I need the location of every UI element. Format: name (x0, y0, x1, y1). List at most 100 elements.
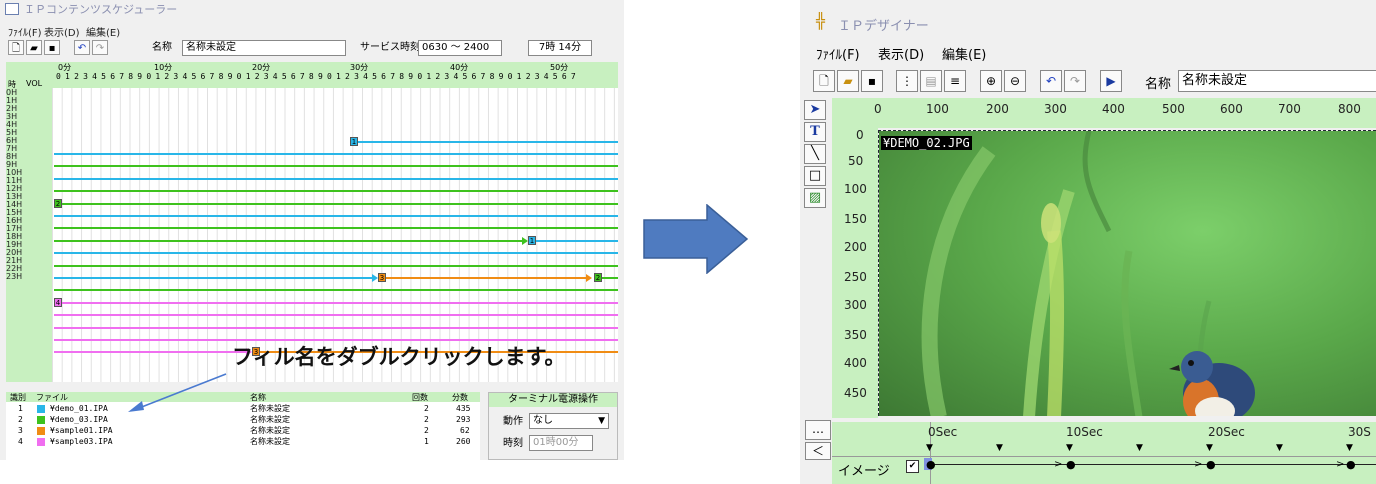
key-marker-icon[interactable]: ▼ (1066, 443, 1073, 453)
name-label: 名称 (152, 42, 172, 53)
open-folder-icon[interactable]: ▰ (26, 40, 42, 55)
schedule-marker[interactable]: 3 (378, 272, 386, 282)
list-icon[interactable]: ≡ (944, 70, 966, 92)
ruler-vertical: 0 50 100 150 200 250 300 350 400 450 (832, 128, 878, 418)
time-input[interactable]: 01時00分 (529, 435, 593, 451)
rectangle-tool-icon[interactable]: □ (804, 166, 826, 186)
ruler-y-tick: 250 (844, 270, 867, 284)
undo-icon[interactable]: ↶ (1040, 70, 1062, 92)
key-marker-icon[interactable]: ▼ (1346, 443, 1353, 453)
save-icon[interactable]: ▪ (44, 40, 60, 55)
menu-view[interactable]: 表示(D) (44, 28, 80, 39)
duration-display: 7時 14分 (528, 40, 592, 56)
row-file[interactable]: ¥demo_03.IPA (50, 415, 108, 424)
zoom-in-icon[interactable]: ⊕ (980, 70, 1002, 92)
key-marker-icon[interactable]: ▼ (1276, 443, 1283, 453)
schedule-marker[interactable]: 1 (350, 136, 358, 146)
key-marker-icon[interactable]: ▼ (1136, 443, 1143, 453)
undo-icon[interactable]: ↶ (74, 40, 90, 55)
line-tool-icon[interactable]: ╲ (804, 144, 826, 164)
hour-label: 19H (6, 240, 23, 249)
schedule-marker[interactable]: 1 (528, 235, 536, 245)
track-checkbox[interactable]: ✔ (906, 460, 919, 473)
ruler-y-tick: 400 (844, 356, 867, 370)
action-select[interactable]: なし▼ (529, 413, 609, 429)
new-file-icon[interactable]: 🗋 (8, 40, 24, 55)
timeline-tick: 20Sec (1208, 425, 1245, 439)
keyframe-icon[interactable]: ● (926, 458, 936, 471)
hour-label: 18H (6, 232, 23, 241)
keyframe-icon[interactable]: ● (1346, 458, 1356, 471)
menu-file[interactable]: ﾌｧｲﾙ(F) (816, 48, 860, 63)
list-item[interactable]: 3 ¥sample01.IPA 名称未設定 2 62 (6, 426, 472, 436)
save-icon[interactable]: ▪ (861, 70, 883, 92)
name-input[interactable]: 名称未設定 (1178, 70, 1376, 92)
hour-label: 10H (6, 168, 23, 177)
window-title: ＩＰコンテンツスケジューラー (24, 3, 178, 16)
schedule-marker[interactable]: 2 (594, 272, 602, 282)
properties-icon[interactable]: ▤ (920, 70, 942, 92)
ruler-x-tick: 100 (926, 102, 949, 116)
play-icon[interactable]: ▶ (1100, 70, 1122, 92)
schedule-marker[interactable]: 2 (54, 198, 62, 208)
schedule-line (54, 214, 618, 217)
keyframe-icon[interactable]: ● (1066, 458, 1076, 471)
hour-label: 0H (6, 88, 18, 97)
redo-icon[interactable]: ↷ (92, 40, 108, 55)
hour-column (6, 88, 52, 382)
arrow-right-icon: > (1336, 459, 1345, 470)
schedule-grid[interactable]: 時 VOL 0分 10分 20分 30分 40分 50分 0 1 2 3 4 5… (6, 62, 618, 382)
file-list[interactable]: 識別 ファイル 名称 回数 分数 (6, 392, 480, 460)
menu-view[interactable]: 表示(D) (878, 48, 925, 63)
row-file[interactable]: ¥demo_01.IPA (50, 404, 108, 413)
list-item[interactable]: 4 ¥sample03.IPA 名称未設定 1 260 (6, 437, 472, 447)
col-file: ファイル (36, 393, 68, 402)
hour-label: 3H (6, 112, 18, 121)
col-count: 回数 (412, 393, 428, 402)
zoom-out-icon[interactable]: ⊖ (1004, 70, 1026, 92)
app-icon (5, 3, 19, 15)
row-minutes: 260 (456, 437, 471, 446)
ruler-y-tick: 0 (856, 128, 864, 142)
hour-label: 7H (6, 144, 18, 153)
collapse-button[interactable]: ＜ (805, 442, 831, 460)
schedule-marker[interactable]: 3 (252, 347, 260, 357)
ruler-x-tick: 500 (1162, 102, 1185, 116)
redo-icon[interactable]: ↷ (1064, 70, 1086, 92)
service-time-input[interactable]: 0630 ～ 2400 (418, 40, 502, 56)
minute-mark-20: 20分 (252, 63, 271, 72)
key-marker-icon[interactable]: ▼ (996, 443, 1003, 453)
schedule-line (54, 276, 372, 279)
name-input[interactable]: 名称未設定 (182, 40, 346, 56)
menu-file[interactable]: ﾌｧｲﾙ(F) (8, 28, 42, 39)
new-file-icon[interactable]: 🗋 (813, 70, 835, 92)
menu-edit[interactable]: 編集(E) (86, 28, 121, 39)
timeline-tick: 0Sec (928, 425, 958, 439)
service-time-label: サービス時刻 (360, 42, 420, 53)
list-item[interactable]: 1 ¥demo_01.IPA 名称未設定 2 435 (6, 404, 472, 414)
list-item[interactable]: 2 ¥demo_03.IPA 名称未設定 2 293 (6, 415, 472, 425)
design-canvas[interactable]: ¥DEMO_02.JPG (878, 130, 1376, 416)
bird-photo[interactable] (879, 131, 1376, 416)
grid-body (52, 88, 618, 382)
track-line (928, 464, 1376, 465)
schedule-line (54, 314, 618, 317)
text-tool-icon[interactable]: T (804, 122, 826, 142)
pointer-tool-icon[interactable]: ➤ (804, 100, 826, 120)
image-tool-icon[interactable]: ▨ (804, 188, 826, 208)
timeline-tick: 30S (1348, 425, 1371, 439)
hour-label: 22H (6, 264, 23, 273)
hour-label: 12H (6, 184, 23, 193)
row-file[interactable]: ¥sample01.IPA (50, 426, 113, 435)
menu-edit[interactable]: 編集(E) (942, 48, 987, 63)
tree-icon[interactable]: ⋮ (896, 70, 918, 92)
keyframe-icon[interactable]: ● (1206, 458, 1216, 471)
row-file[interactable]: ¥sample03.IPA (50, 437, 113, 446)
key-marker-icon[interactable]: ▼ (926, 443, 933, 453)
timeline-panel[interactable]: 0Sec 10Sec 20Sec 30S イメージ ✔ ▼ ▼ ▼ ▼ ▼ ▼ … (832, 422, 1376, 484)
key-marker-icon[interactable]: ▼ (1206, 443, 1213, 453)
more-button[interactable]: … (805, 420, 831, 440)
open-folder-icon[interactable]: ▰ (837, 70, 859, 92)
transition-arrow-icon (643, 204, 749, 274)
schedule-marker[interactable]: 4 (54, 297, 62, 307)
